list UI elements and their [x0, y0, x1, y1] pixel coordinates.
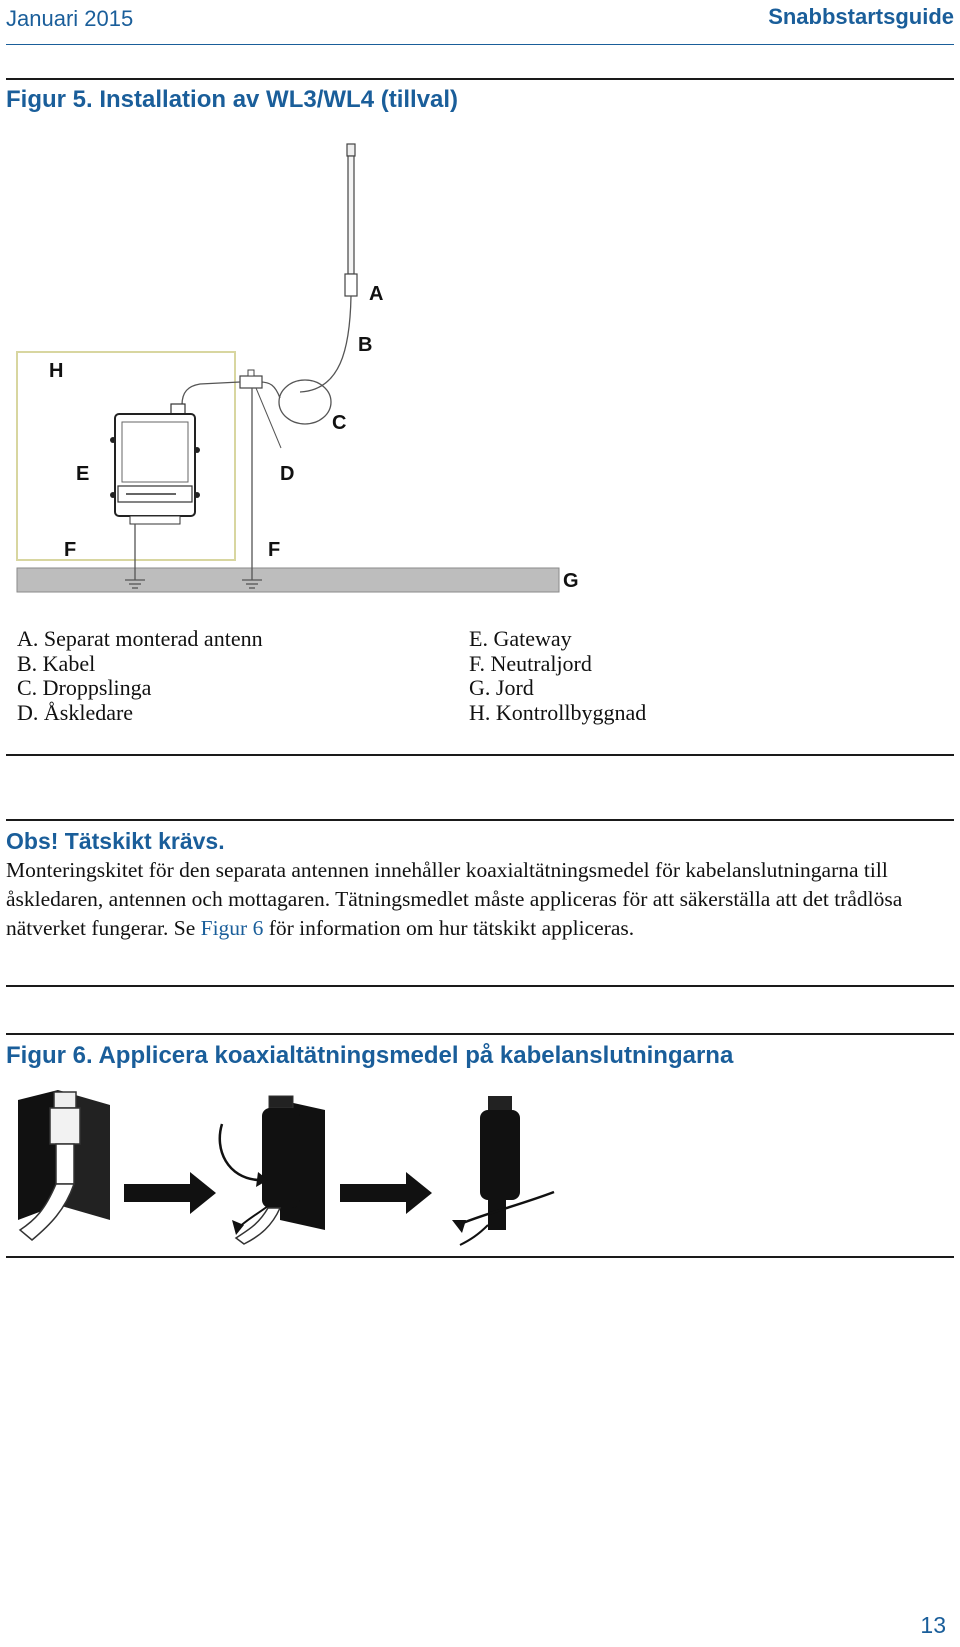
ground-symbol-1 [125, 568, 145, 589]
callout-d: D [280, 463, 295, 485]
figure5-top-rule [6, 78, 954, 80]
figure5-title: Figur 5. Installation av WL3/WL4 (tillva… [6, 86, 459, 113]
figure6-bottom-rule [6, 1256, 954, 1258]
note-bottom-rule [6, 985, 954, 987]
callout-e: E [76, 463, 90, 485]
figure6-top-rule [6, 1033, 954, 1035]
legend-item: H. Kontrollbyggnad [469, 699, 647, 725]
ground-symbol-2 [242, 568, 262, 589]
cable [299, 295, 352, 393]
callout-c: C [332, 412, 347, 434]
legend-item: F. Neutraljord [469, 650, 592, 676]
drip-loop [278, 379, 332, 425]
note-body: Monteringskitet för den separata antenne… [6, 856, 954, 943]
callout-g: G [563, 570, 579, 592]
legend-item: A. Separat monterad antenn [17, 626, 263, 651]
legend-item: B. Kabel [17, 650, 96, 676]
antenna-tip [346, 143, 356, 157]
header-doc-type: Snabbstartsguide [768, 4, 954, 29]
callout-f-1: F [64, 539, 77, 561]
control-building [16, 351, 236, 561]
header-rule [6, 44, 954, 45]
figure6-diagram [18, 1090, 555, 1246]
figure5-bottom-rule [6, 754, 954, 756]
page-number: 13 [920, 1612, 946, 1638]
legend-right: E. Gateway F. Neutraljord G. Jord H. Kon… [469, 626, 647, 725]
note-text-end: för information om hur tätskikt applicer… [263, 916, 635, 940]
ground-bar [16, 567, 560, 593]
callout-b: B [358, 334, 373, 356]
legend-item: D. Åskledare [17, 699, 134, 725]
arrow-right-icon [124, 1172, 216, 1214]
figure5-diagram [16, 143, 560, 593]
note-top-rule [6, 819, 954, 821]
step-2-connector [218, 1095, 325, 1245]
step-3-connector [452, 1096, 555, 1246]
legend-item: E. Gateway [469, 626, 572, 651]
callout-a: A [369, 283, 384, 305]
antenna-rod [347, 155, 355, 275]
note-title: Obs! Tätskikt krävs. [6, 828, 225, 854]
note-text: Monteringskitet för den separata antenne… [6, 858, 903, 940]
lightning-arrestor [239, 375, 263, 389]
legend-left: A. Separat monterad antenn B. Kabel C. D… [17, 626, 263, 725]
figure6-link[interactable]: Figur 6 [200, 916, 264, 940]
legend-item: G. Jord [469, 675, 534, 700]
arrow-right-icon [340, 1172, 432, 1214]
leader-d [255, 387, 282, 449]
legend-item: C. Droppslinga [17, 675, 152, 700]
callout-f-2: F [268, 539, 281, 561]
header-date: Januari 2015 [6, 6, 134, 31]
step-1-connector [18, 1090, 110, 1241]
callout-h: H [49, 360, 64, 382]
antenna-base [344, 273, 358, 297]
figure6-title: Figur 6. Applicera koaxialtätningsmedel … [6, 1042, 734, 1069]
